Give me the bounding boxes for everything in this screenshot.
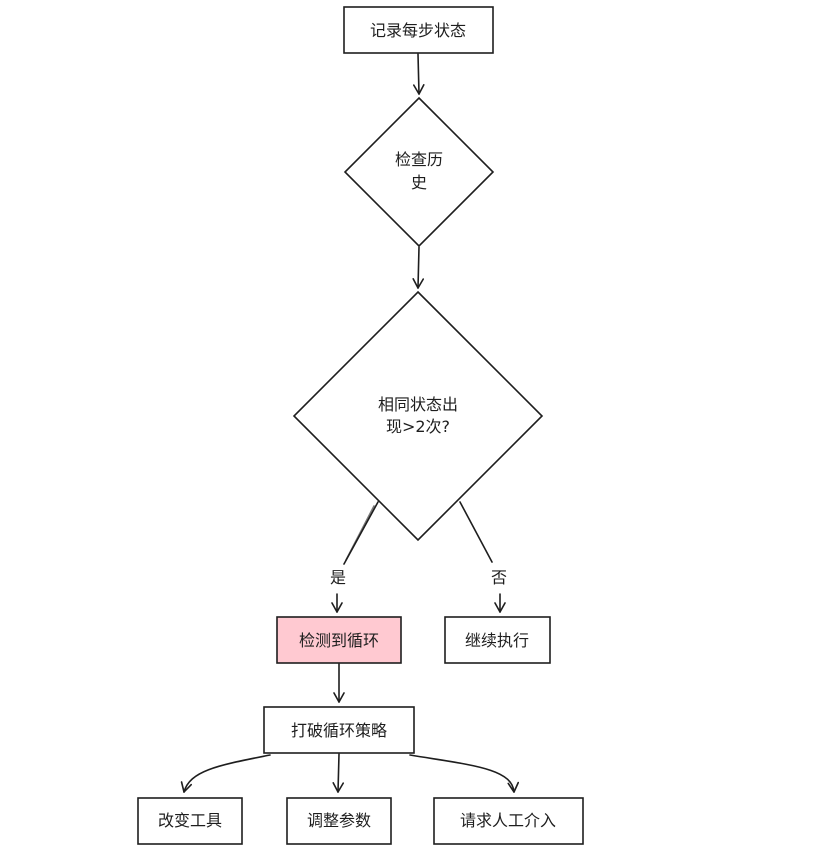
node-break-strategy-label: 打破循环策略 (291, 721, 387, 740)
edge-yes-label: 是 (330, 568, 346, 587)
node-human-help-label: 请求人工介入 (460, 811, 556, 830)
edge-break-to-adjust (332, 753, 345, 793)
node-record-state: 记录每步状态 (343, 6, 494, 54)
node-adjust-params: 调整参数 (286, 797, 392, 845)
node-continue: 继续执行 (444, 616, 551, 664)
edge-check-to-decision (412, 246, 425, 289)
node-break-strategy: 打破循环策略 (263, 706, 415, 754)
edge-no-label: 否 (491, 568, 507, 587)
node-same-state-label-2: 现>2次? (386, 417, 450, 436)
edge-break-to-human (409, 754, 520, 793)
node-check-history: 检查历 史 (343, 96, 495, 248)
node-human-help: 请求人工介入 (433, 797, 584, 845)
edge-break-to-change-tool (180, 754, 271, 793)
node-loop-detected-label: 检测到循环 (299, 631, 379, 650)
node-loop-detected: 检测到循环 (276, 616, 402, 664)
edge-yes-upper-double (345, 505, 375, 561)
node-change-tool-label: 改变工具 (158, 811, 222, 830)
node-continue-label: 继续执行 (465, 631, 529, 650)
node-adjust-params-label: 调整参数 (307, 811, 371, 830)
node-check-history-label-1: 检查历 (395, 150, 443, 169)
node-check-history-label-2: 史 (411, 173, 427, 192)
node-record-state-label: 记录每步状态 (370, 21, 466, 40)
edge-record-to-check (412, 53, 425, 95)
node-change-tool: 改变工具 (137, 797, 243, 845)
node-same-state-decision: 相同状态出 现>2次? (292, 290, 544, 542)
edge-no-upper (459, 501, 493, 563)
node-same-state-label-1: 相同状态出 (378, 395, 458, 414)
